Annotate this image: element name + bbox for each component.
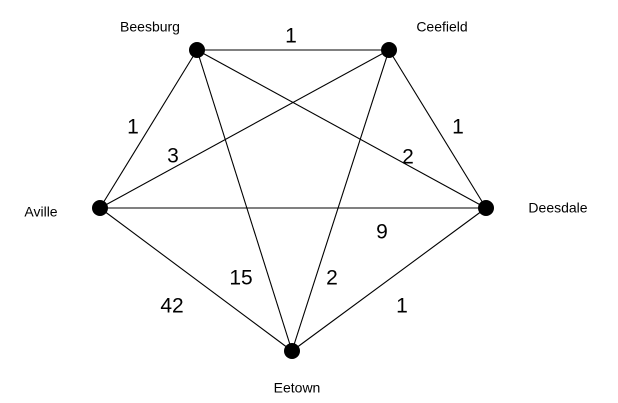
- node-label-beesburg: Beesburg: [120, 19, 180, 35]
- edge-weight-beesburg-ceefield: 1: [285, 25, 297, 48]
- edge-weight-aville-deesdale: 9: [376, 221, 388, 244]
- edge-weights-layer: 1 1 1 3 2 9 15 2 42 1: [127, 25, 464, 318]
- edge-weight-beesburg-eetown: 15: [229, 267, 252, 290]
- node-eetown: [284, 343, 300, 359]
- edge-weight-ceefield-eetown: 2: [326, 267, 338, 290]
- edge-weight-ceefield-deesdale: 1: [452, 116, 464, 139]
- node-beesburg: [189, 42, 205, 58]
- edge-ceefield-eetown: [291, 49, 390, 352]
- node-label-deesdale: Deesdale: [528, 200, 587, 216]
- edge-aville-eetown: [99, 207, 293, 352]
- node-ceefield: [381, 42, 397, 58]
- node-label-eetown: Eetown: [274, 380, 321, 396]
- node-label-ceefield: Ceefield: [416, 19, 467, 35]
- edge-beesburg-eetown: [196, 49, 293, 352]
- edge-weight-deesdale-eetown: 1: [396, 295, 408, 318]
- edge-aville-beesburg: [99, 49, 198, 209]
- edge-aville-ceefield: [99, 49, 390, 209]
- edge-weight-beesburg-deesdale: 2: [402, 146, 414, 169]
- node-aville: [92, 200, 108, 216]
- node-deesdale: [478, 200, 494, 216]
- edge-weight-aville-eetown: 42: [160, 295, 183, 318]
- edge-ceefield-deesdale: [388, 49, 487, 209]
- edge-weight-aville-ceefield: 3: [167, 145, 179, 168]
- edge-weight-aville-beesburg: 1: [127, 116, 139, 139]
- edge-deesdale-eetown: [291, 207, 487, 352]
- nodes-layer: [92, 42, 494, 359]
- edge-beesburg-deesdale: [196, 49, 487, 209]
- edges-layer: [99, 49, 487, 352]
- node-label-aville: Aville: [24, 204, 57, 220]
